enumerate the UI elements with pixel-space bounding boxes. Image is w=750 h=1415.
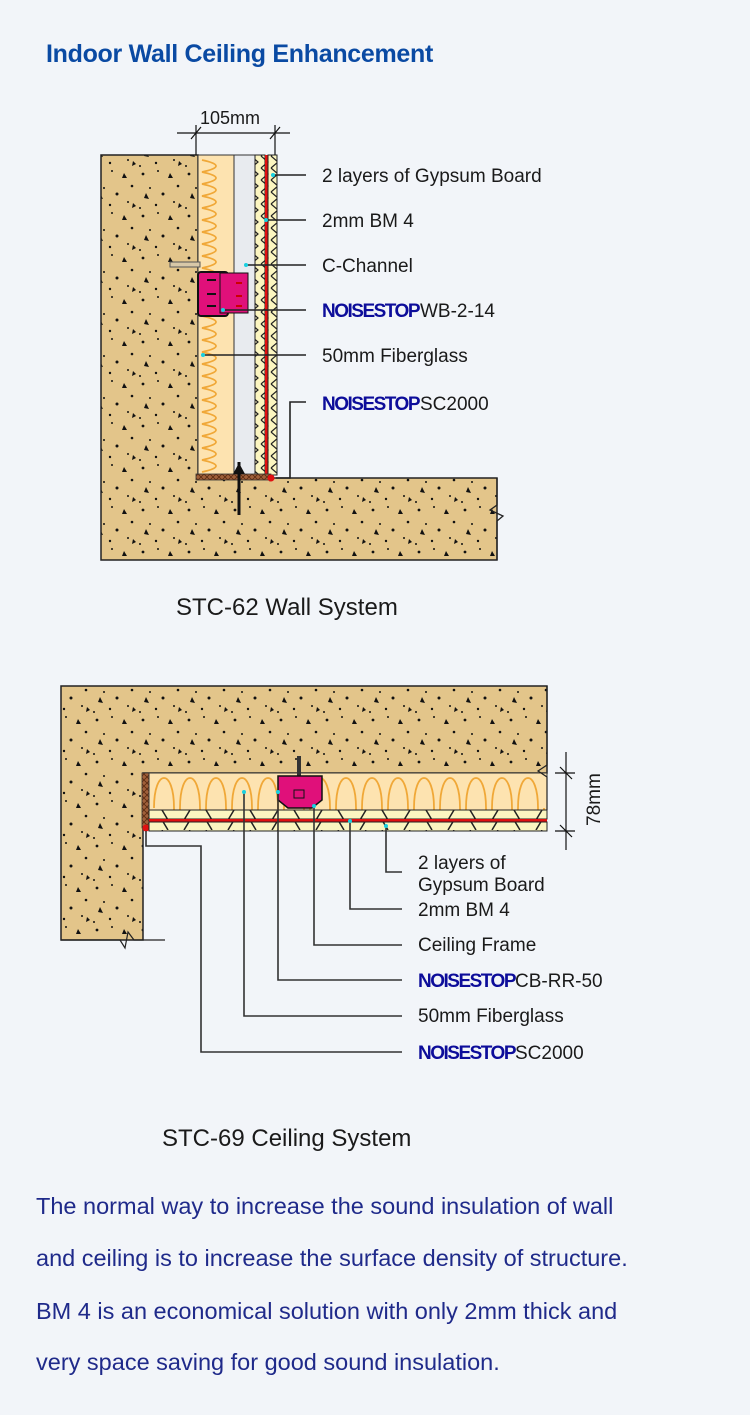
- wall-label-bm4: 2mm BM 4: [322, 211, 414, 232]
- wb-2-14-clip: [197, 271, 249, 317]
- paragraph-line-3: BM 4 is an economical solution with only…: [36, 1298, 618, 1324]
- wall-label-brand-noisestop-2: NOISESTOP: [322, 394, 421, 415]
- wall-air-gap: [233, 154, 256, 476]
- ceiling-fiberglass-wave: [153, 777, 545, 832]
- page-title: Indoor Wall Ceiling Enhancement: [46, 40, 434, 68]
- wall-leader-lines: [203, 174, 306, 479]
- ceiling-label-gypsum-1: 2 layers of: [418, 853, 506, 874]
- paragraph-line-2: and ceiling is to increase the surface d…: [36, 1245, 628, 1271]
- ceiling-label-bm4: 2mm BM 4: [418, 900, 510, 921]
- wall-label-c-channel: C-Channel: [322, 256, 413, 277]
- ceiling-leader-lines: [145, 792, 402, 1053]
- ceiling-label-frame: Ceiling Frame: [418, 935, 536, 956]
- ceiling-gypsum-upper: [148, 809, 548, 820]
- ceiling-label-sc2000: SC2000: [515, 1043, 584, 1064]
- wall-sc2000-strip: [195, 473, 272, 481]
- ceiling-dimension: [555, 752, 575, 850]
- ceiling-sc2000-strip: [141, 772, 150, 829]
- ceiling-sc2000-dot: [142, 824, 150, 832]
- wall-dimension: [177, 125, 290, 155]
- wall-label-fiberglass: 50mm Fiberglass: [322, 346, 468, 367]
- ceiling-gypsum-lower: [148, 821, 548, 832]
- wall-sc2000-dot: [267, 474, 275, 482]
- paragraph-line-4: very space saving for good sound insulat…: [36, 1349, 500, 1375]
- wall-label-wb-2-14: WB-2-14: [420, 301, 495, 322]
- ceiling-label-fiberglass: 50mm Fiberglass: [418, 1006, 564, 1027]
- wall-label-gypsum: 2 layers of Gypsum Board: [322, 166, 542, 187]
- wall-caption: STC-62 Wall System: [176, 594, 398, 621]
- ceiling-label-brand-noisestop-2: NOISESTOP: [418, 1043, 517, 1064]
- wall-gypsum-outer: [267, 154, 278, 476]
- ceiling-label-brand-noisestop: NOISESTOP: [418, 971, 517, 992]
- ceiling-caption: STC-69 Ceiling System: [162, 1125, 412, 1152]
- paragraph-line-1: The normal way to increase the sound ins…: [36, 1193, 614, 1219]
- wall-label-sc2000: SC2000: [420, 394, 489, 415]
- wall-bm4-layer: [265, 155, 268, 475]
- ceiling-label-cb-rr-50: CB-RR-50: [515, 971, 603, 992]
- wall-dimension-label: 105mm: [200, 108, 260, 128]
- ceiling-diagram: 78mm 2 layers of Gypsum Board 2mm BM 4 C…: [60, 685, 605, 1064]
- wall-gypsum-inner: [254, 154, 266, 476]
- wall-label-brand-noisestop: NOISESTOP: [322, 301, 421, 322]
- ceiling-label-gypsum-2: Gypsum Board: [418, 875, 545, 896]
- ceiling-dimension-label: 78mm: [584, 773, 605, 826]
- ceiling-bm4-layer: [149, 819, 547, 822]
- wall-diagram: 105mm 2 layers of Gypsum Board 2mm BM 4 …: [100, 108, 542, 561]
